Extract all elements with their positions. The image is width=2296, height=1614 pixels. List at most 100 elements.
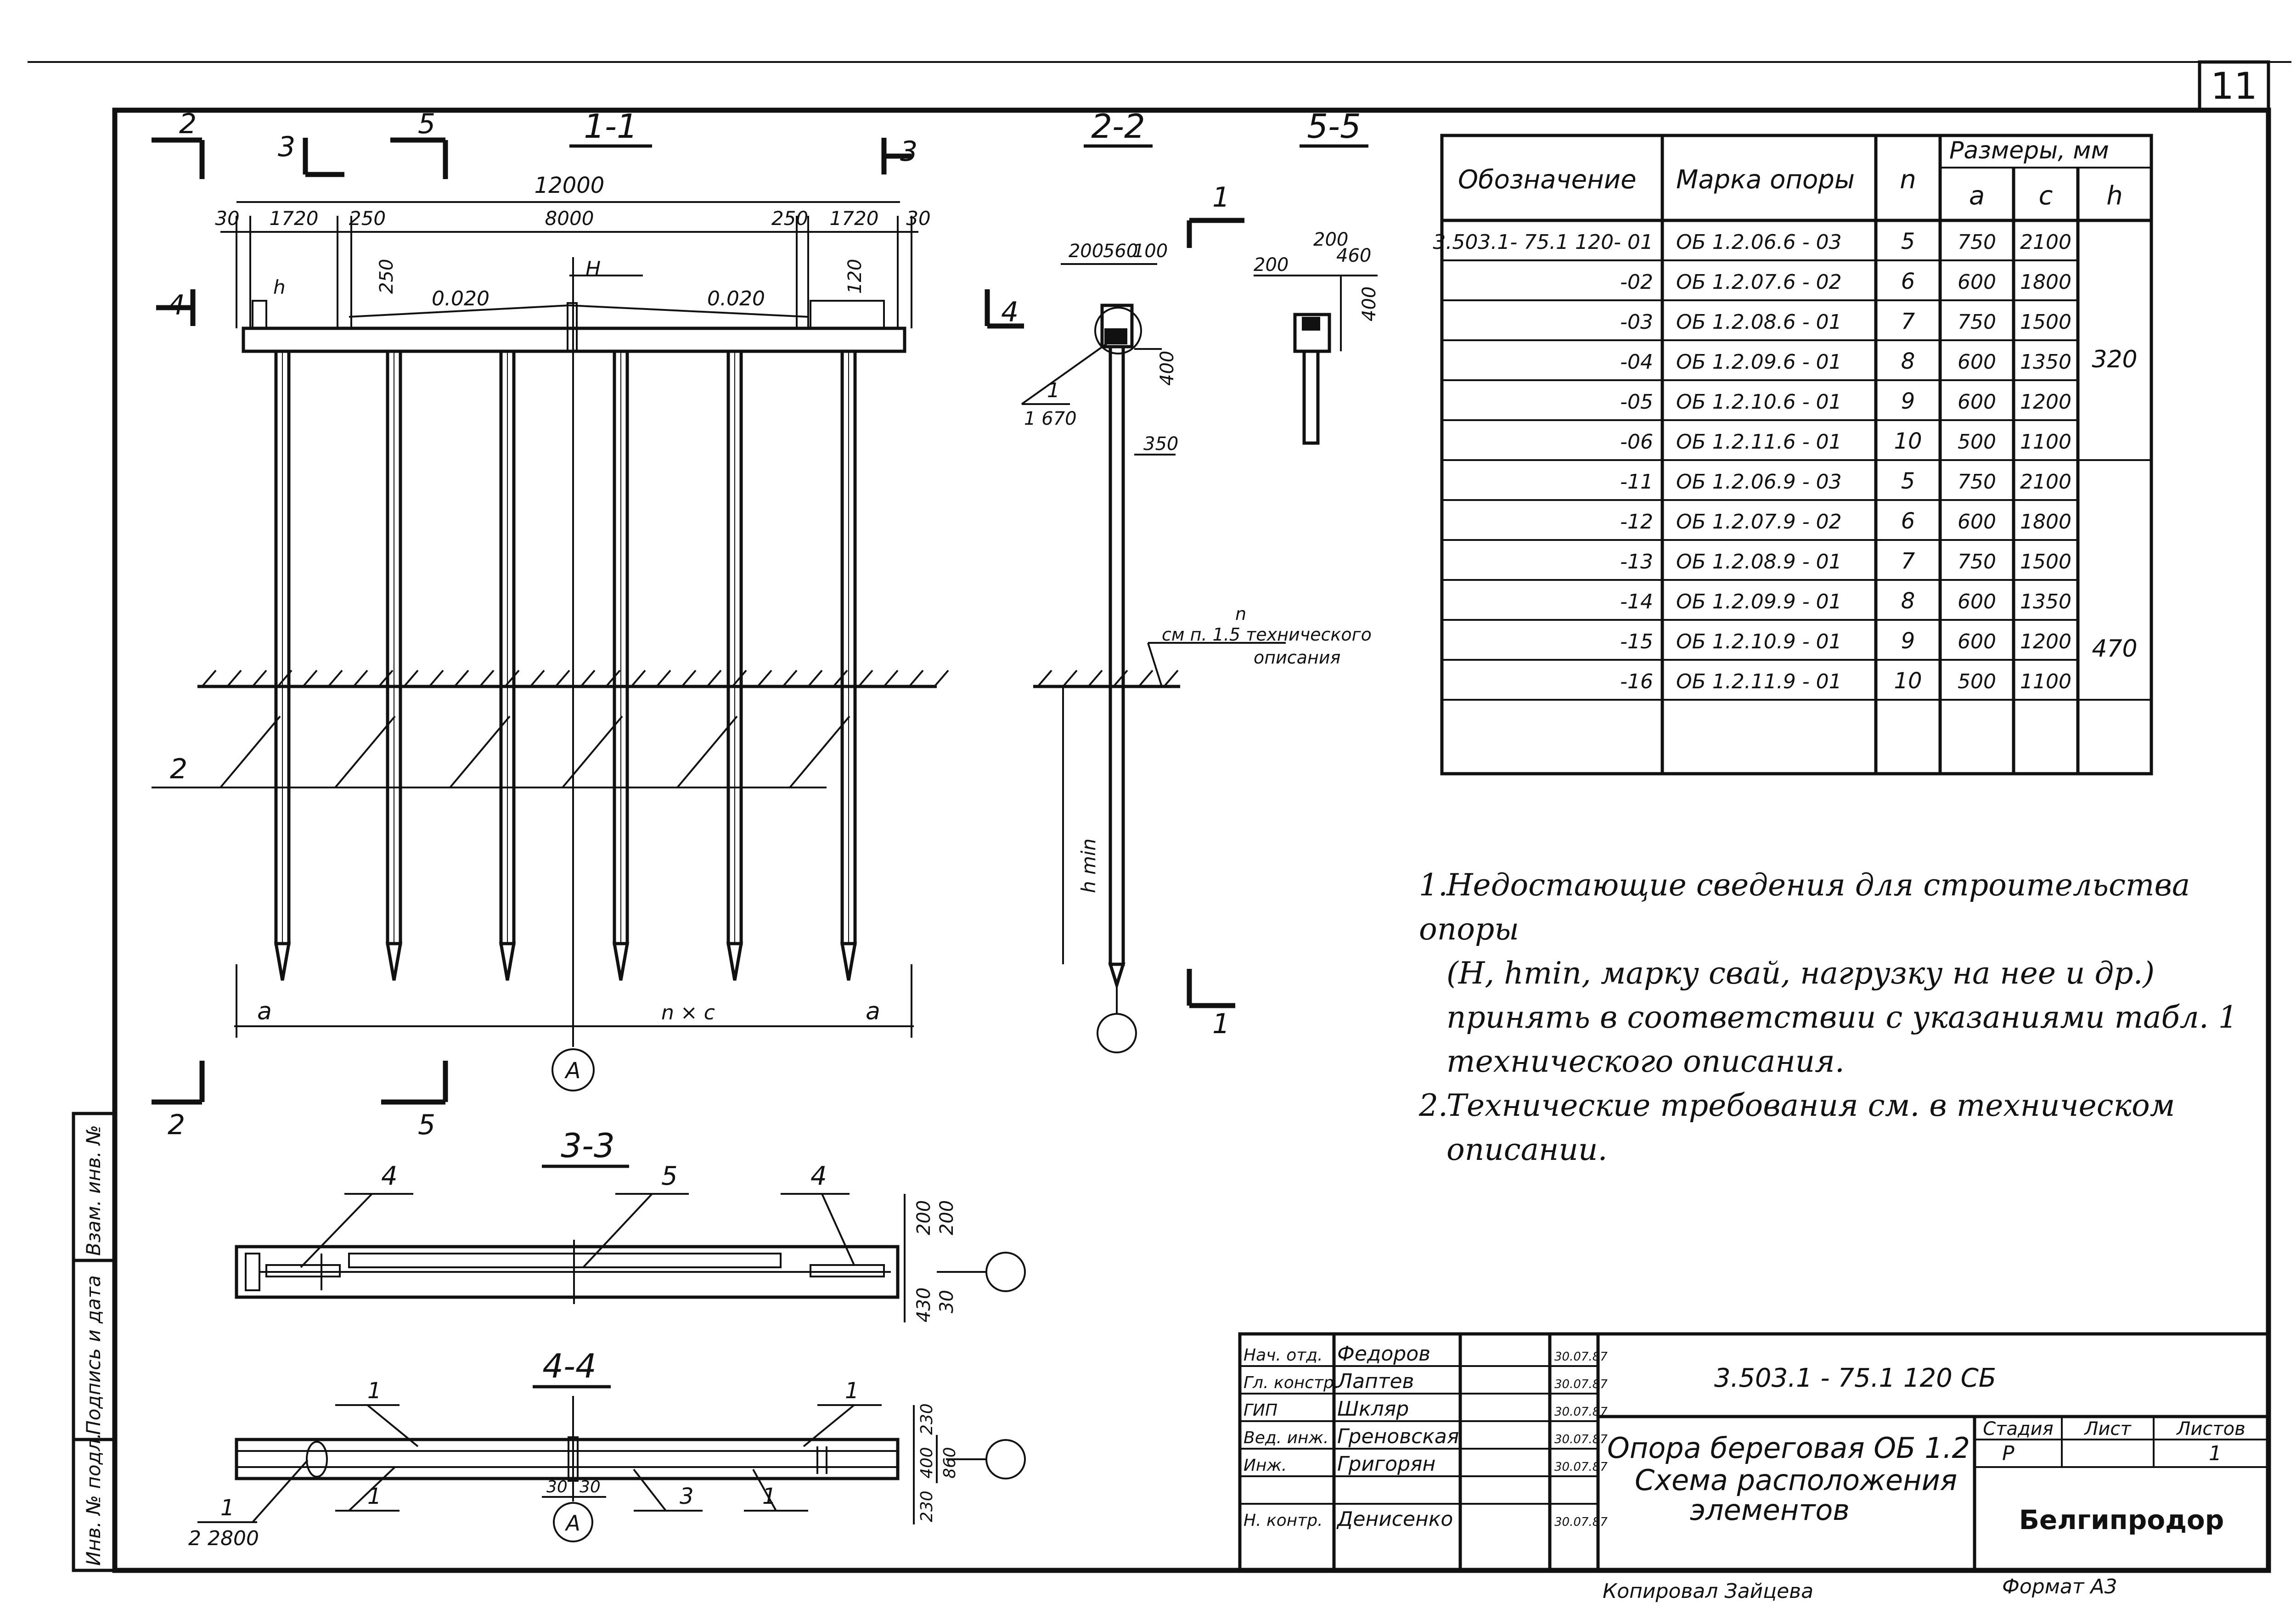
cut-mark-5-bottom: 5	[418, 1109, 435, 1141]
cell-a: 750	[1958, 231, 1996, 254]
cell-n: 8	[1901, 588, 1915, 614]
cell-c: 1800	[2020, 510, 2071, 534]
plan44-callout-2800: 2 2800	[188, 1527, 259, 1550]
cell-c: 1200	[2020, 630, 2071, 653]
ground-layer-hatch	[219, 715, 281, 788]
ground-hatch	[252, 669, 267, 687]
cut-mark-3-left: 3	[278, 131, 295, 163]
cell-a: 600	[1958, 350, 1996, 374]
note-1-line-1: Недостающие сведения для строительства о…	[1419, 867, 2190, 947]
cell-c: 1500	[2020, 310, 2071, 334]
title-line-2: Схема расположения	[1635, 1463, 1957, 1497]
cut-mark-2-bottom: 2	[168, 1109, 185, 1141]
axis-a-plan: A	[564, 1511, 580, 1535]
s55-dim-200-left: 200	[1254, 254, 1289, 276]
ground-hatch	[1113, 669, 1128, 687]
cell-mark: ОБ 1.2.07.9 - 02	[1676, 510, 1842, 534]
ground-hatch	[681, 669, 697, 687]
cell-c: 1350	[2020, 590, 2071, 613]
doc-code: 3.503.1 - 75.1 120 СБ	[1714, 1363, 1996, 1393]
cell-mark: ОБ 1.2.06.6 - 03	[1676, 231, 1842, 254]
sig-role: Нач. отд.	[1244, 1346, 1323, 1365]
cell-a: 750	[1958, 310, 1996, 334]
left-binding-strip: Инв. № подл. Подпись и дата Взам. инв. №	[72, 1112, 117, 1572]
cell-mark: ОБ 1.2.08.6 - 01	[1676, 310, 1842, 334]
cell-designation: -13	[1620, 550, 1653, 574]
ground-hatch	[1087, 669, 1103, 687]
cell-a: 600	[1958, 510, 1996, 534]
sign-date-label: Подпись и дата	[82, 1275, 105, 1435]
sig-date: 30.07.87	[1554, 1405, 1608, 1419]
cell-c: 1200	[2020, 390, 2071, 414]
plan33-callout-4-right: 4	[810, 1161, 827, 1191]
sig-name: Денисенко	[1336, 1507, 1453, 1531]
cell-n: 10	[1894, 428, 1922, 454]
plan44-callout-1-upper: 1	[367, 1378, 382, 1404]
ground-hatch	[201, 669, 217, 687]
ground-layer-hatch	[449, 715, 511, 788]
plan33-dim-430: 430	[913, 1288, 934, 1322]
ground-hatch	[479, 669, 495, 687]
plan33-dim-30: 30	[936, 1290, 957, 1313]
cell-n: 8	[1901, 349, 1915, 374]
sig-name: Шкляр	[1337, 1397, 1409, 1421]
ground-hatch	[428, 669, 444, 687]
ground-layer-hatch	[334, 715, 396, 788]
ground-hatch	[1163, 669, 1179, 687]
copied-by: Копировал Зайцева	[1603, 1580, 1813, 1603]
organization: Белгипродор	[2019, 1504, 2224, 1535]
note-1-num: 1.	[1419, 867, 1448, 903]
plan-4-4: 4-4 1 2 2800 1 1 1 3 1 30 30 A 230 400 8…	[188, 1347, 1026, 1550]
dim-250-right: 250	[771, 207, 808, 230]
dim-1720-left: 1720	[270, 207, 319, 230]
pile	[385, 349, 403, 981]
plan-4-4-title: 4-4	[542, 1347, 597, 1385]
sig-role: ГИП	[1244, 1401, 1277, 1420]
ground-hatch	[378, 669, 394, 687]
cell-a: 600	[1958, 630, 1996, 653]
pile	[274, 349, 291, 981]
replace-inv-label: Взам. инв. №	[82, 1125, 105, 1256]
pile	[726, 349, 743, 981]
cell-mark: ОБ 1.2.10.9 - 01	[1676, 630, 1842, 653]
dim-30-left: 30	[215, 207, 239, 230]
cut-mark-1-bottom: 1	[1212, 1008, 1230, 1040]
cell-c: 1100	[2020, 430, 2071, 454]
slope-left: 0.020	[432, 287, 490, 310]
s22-note-n: n	[1235, 604, 1246, 624]
th-a: a	[1969, 181, 1985, 211]
section-1-1: 1-1 2 3 5 3 4 4 2 5 12000 30 1720 250 80…	[152, 107, 1024, 1141]
cell-mark: ОБ 1.2.06.9 - 03	[1676, 470, 1842, 494]
cell-a: 750	[1958, 470, 1996, 494]
stage-value: Р	[2002, 1442, 2015, 1465]
th-n: n	[1900, 165, 1916, 195]
h-group-2: 470	[2092, 635, 2137, 663]
ground-hatch	[883, 669, 899, 687]
ground-hatch	[504, 669, 520, 687]
sig-date: 30.07.87	[1554, 1515, 1608, 1529]
sheet-number: 11	[2211, 65, 2257, 107]
cell-n: 5	[1901, 468, 1915, 494]
sig-role: Инж.	[1244, 1456, 1287, 1475]
cell-a: 600	[1958, 270, 1996, 294]
sheets-value: 1	[2209, 1442, 2222, 1465]
bottom-a-right: a	[866, 998, 880, 1025]
cell-designation: -02	[1620, 270, 1653, 294]
cell-mark: ОБ 1.2.11.6 - 01	[1676, 430, 1842, 454]
ground-hatch	[1138, 669, 1154, 687]
ground-hatch	[807, 669, 823, 687]
ground-hatch	[1062, 669, 1078, 687]
plan33-dim-200b: 200	[936, 1200, 957, 1235]
ground-hatch	[908, 669, 924, 687]
note-1: 1.Недостающие сведения для строительства…	[1419, 863, 2278, 1084]
cell-mark: ОБ 1.2.11.9 - 01	[1676, 670, 1842, 693]
ground-layer-hatch	[789, 715, 850, 788]
note-1-line-4: технического описания.	[1446, 1044, 1845, 1079]
